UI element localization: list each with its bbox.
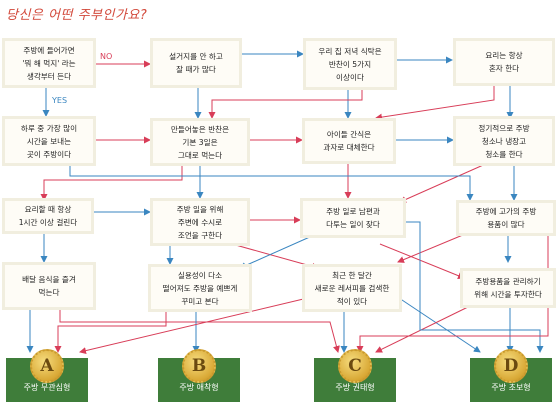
arrow-q16-c <box>375 305 471 353</box>
result-b-badge: B <box>182 349 216 383</box>
result-c: C 주방 권태형 <box>314 349 396 402</box>
arrow-q14-a <box>54 310 167 353</box>
result-c-label: 주방 권태형 <box>335 383 375 392</box>
question-box-q3: 우리 집 저녁 식탁은 반찬이 5가지 이상이다 <box>303 38 397 90</box>
result-b: B 주방 애착형 <box>158 349 240 402</box>
question-box-q4: 요리는 항상 혼자 한다 <box>453 38 555 86</box>
question-box-q11: 주방 일로 남편과 다투는 일이 잦다 <box>300 198 406 238</box>
result-d: D 주방 초보형 <box>470 349 552 402</box>
yes-label: YES <box>52 96 68 105</box>
question-box-q2: 설거지를 안 하고 잘 때가 많다 <box>150 38 242 88</box>
result-a: A 주방 무관심형 <box>6 349 88 402</box>
page-title: 당신은 어떤 주부인가요? <box>6 8 148 23</box>
question-box-q14: 실용성이 다소 떨어져도 주방을 예쁘게 꾸미고 본다 <box>148 264 252 312</box>
result-d-badge: D <box>494 349 528 383</box>
question-box-q6: 만들어놓은 반찬은 기본 3일은 그대로 먹는다 <box>150 118 250 166</box>
question-box-q8: 정기적으로 주방 청소나 냉장고 청소를 한다 <box>453 116 555 166</box>
arrow-q8-q11 <box>399 161 491 203</box>
question-box-q5: 하루 중 가장 많이 시간을 보내는 곳이 주방이다 <box>2 116 96 166</box>
question-box-q12: 주방에 고가의 주방 용품이 많다 <box>456 200 556 236</box>
arrow-q11-q16 <box>379 243 465 279</box>
arrow-q15-d <box>395 295 481 353</box>
arrow-q6-q9 <box>40 164 183 201</box>
question-box-q9: 요리할 때 항상 1시간 이상 걸린다 <box>2 198 94 234</box>
arrow-q10-q15 <box>231 243 319 270</box>
arrow-q12-q15 <box>397 231 471 263</box>
arrow-q13-c <box>59 308 340 353</box>
question-box-q16: 주방용품을 관리하기 위해 시간을 투자한다 <box>460 268 556 308</box>
question-box-q1: 주방에 들어가면 '뭐 해 먹지' 라는 생각부터 든다 <box>2 38 96 88</box>
result-b-label: 주방 애착형 <box>179 383 219 392</box>
result-c-badge: C <box>338 349 372 383</box>
question-box-q10: 주방 일을 위해 주변에 수시로 조언을 구한다 <box>150 198 250 246</box>
result-a-label: 주방 무관심형 <box>23 383 71 392</box>
result-a-badge: A <box>30 349 64 383</box>
arrow-q11-q14 <box>239 235 313 269</box>
arrow-q3-q6 <box>208 90 363 119</box>
arrow-q4-q7 <box>375 84 495 121</box>
arrow-q5-q12 <box>69 164 474 201</box>
question-box-q15: 최근 한 달간 새로운 레서피를 검색한 적이 있다 <box>302 264 402 312</box>
arrow-q15-a <box>79 295 317 355</box>
question-box-q7: 아이들 간식은 과자로 대체한다 <box>302 118 396 164</box>
no-label: NO <box>100 52 113 61</box>
arrow-q11-d <box>404 221 544 353</box>
result-d-label: 주방 초보형 <box>491 383 531 392</box>
question-box-q13: 배달 음식을 즐겨 먹는다 <box>2 262 96 310</box>
